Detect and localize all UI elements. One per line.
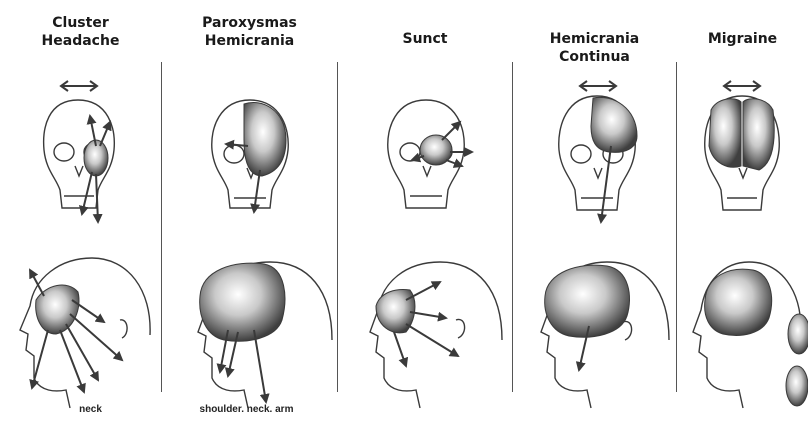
panel-caption: shoulder. neck. arm [156, 404, 337, 415]
double-headed-arrow-icon [61, 81, 97, 91]
pain-arrow-icon [30, 270, 122, 392]
pain-area [244, 103, 286, 177]
pain-area [709, 99, 741, 167]
panel-hemicrania-continua: Hemicrania Continua [513, 0, 676, 421]
pain-area [705, 269, 772, 335]
pain-area [591, 97, 637, 152]
sunct-illustration [338, 0, 512, 421]
double-headed-arrow-icon [724, 81, 760, 91]
pain-area [743, 99, 774, 170]
panel-cluster-headache: Cluster Headache neck [0, 0, 161, 421]
hemicrania-continua-illustration [513, 0, 676, 421]
double-headed-arrow-icon [580, 81, 616, 91]
panel-sunct: Sunct [338, 0, 512, 421]
pain-area [545, 265, 630, 337]
panel-paroxysmal-hemicrania: Paroxysmas Hemicrania shoulder. neck. ar… [162, 0, 337, 421]
pain-area [788, 314, 808, 354]
head-profile-icon [20, 258, 150, 408]
paroxysmal-hemicrania-illustration [162, 0, 337, 421]
migraine-illustration [677, 0, 808, 421]
panel-migraine: Migraine [677, 0, 808, 421]
pain-area [786, 366, 808, 406]
pain-area [200, 263, 285, 341]
cluster-headache-illustration [0, 0, 161, 421]
panel-caption: neck [20, 404, 161, 415]
